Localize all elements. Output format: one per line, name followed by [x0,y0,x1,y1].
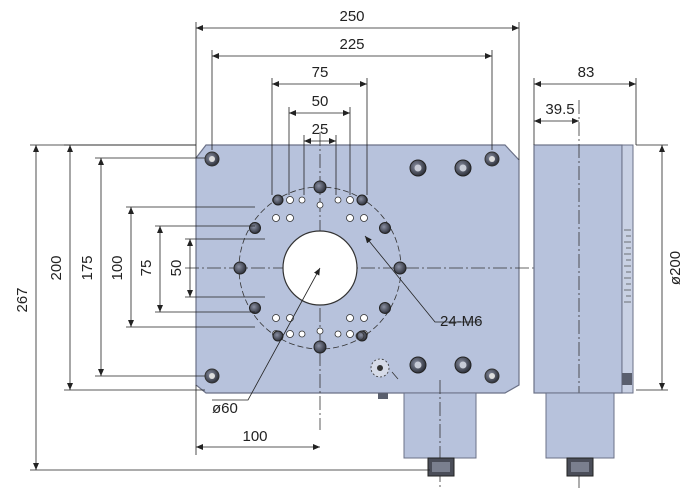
dim-250: 250 [339,8,364,25]
dim-50-top: 50 [312,93,329,110]
dim-diameter-200: ø200 [667,251,684,285]
dimension-labels: 250 225 75 50 25 267 200 175 100 75 50 8… [14,8,684,445]
index-mark [355,331,365,341]
dim-200: 200 [48,255,65,280]
dim-39-5: 39.5 [545,101,574,118]
countersunk-holes [233,180,407,354]
front-view [185,132,535,430]
corner-holes [204,151,500,384]
dim-75-top: 75 [312,64,329,81]
dim-100-left: 100 [109,255,126,280]
side-body [533,144,623,394]
callout-24-m6: 24-M6 [440,313,483,330]
motor-housing-side [545,392,615,459]
dim-diameter-60: ø60 [212,400,238,417]
mounting-screws [409,159,472,374]
dim-225: 225 [339,36,364,53]
dim-75-left: 75 [138,260,155,277]
dim-267: 267 [14,287,31,312]
side-scale-ticks [624,229,631,303]
knob-detail [370,358,399,380]
dim-50-left: 50 [168,260,185,277]
motor-housing-front [403,380,477,490]
dimension-lines [30,22,668,471]
dim-25-top: 25 [312,121,329,138]
dim-100-bottom: 100 [242,428,267,445]
dim-83: 83 [578,64,595,81]
dim-175: 175 [79,255,96,280]
side-view [533,100,634,490]
side-scale-plate [621,144,634,394]
